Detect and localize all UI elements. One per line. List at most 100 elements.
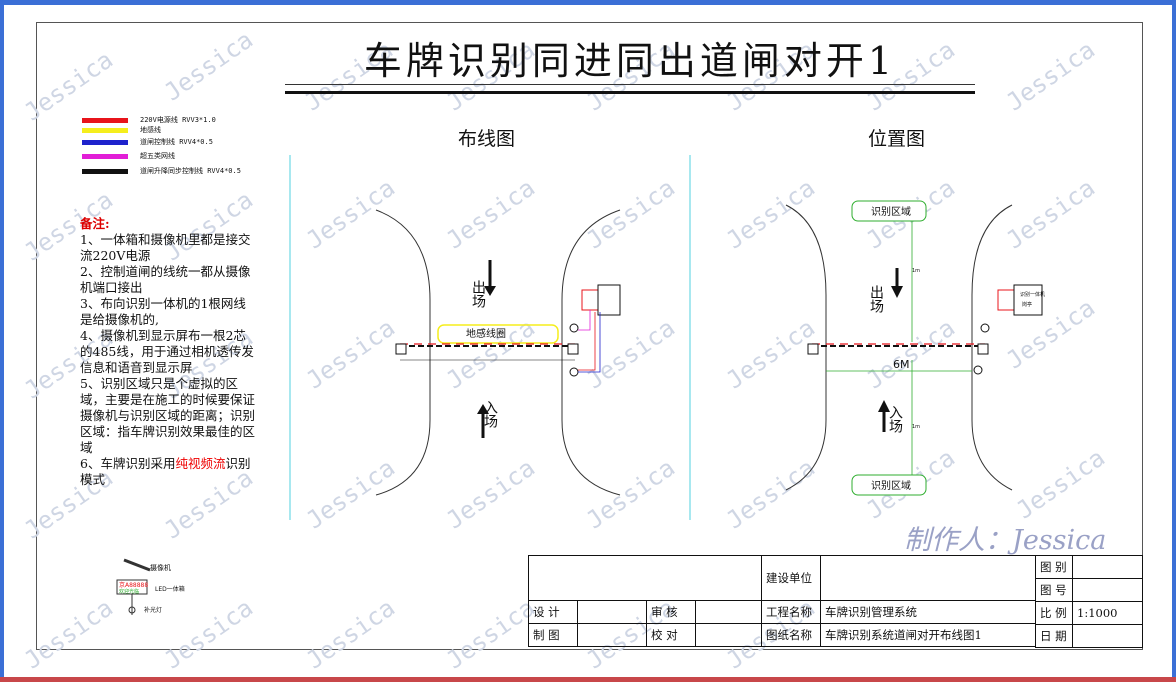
note-item: 6、车牌识别采用纯视频流识别模式 (80, 456, 255, 488)
entry-arrow-head (477, 404, 489, 414)
exit-label: 出场 (868, 285, 884, 314)
network-cable (578, 310, 591, 331)
camera-icon (980, 323, 990, 333)
control-cable (578, 312, 601, 373)
booth-cabinet (1013, 284, 1043, 316)
drawing-name-value: 车牌识别系统道闸对开布线图1 (820, 623, 1036, 647)
drawing-border (36, 22, 1143, 650)
loop-coil (437, 324, 559, 344)
note-item: 3、布向识别一体机的1根网线是给摄像机的, (80, 296, 246, 327)
legend-swatch (82, 118, 128, 123)
bottom-edge (0, 677, 1176, 682)
title-block-right: 图 别 图 号 比 例 1:1000 日 期 (1035, 555, 1143, 648)
legend-swatch (82, 169, 128, 174)
display-sub: 欢迎光临 (119, 588, 139, 595)
position-diagram: 识别区域 识别区域 6M 出场 入场 1m 1m 识别一体机 岗亭 (785, 200, 1045, 496)
exit-label: 出场 (470, 280, 486, 309)
zone-label: 识别区域 (871, 479, 911, 492)
note-text: 6、车牌识别采用 (80, 456, 176, 471)
legend-label: 道闸控制线 RVV4*0.5 (140, 138, 213, 146)
camera-icon (569, 367, 579, 377)
category-value (1072, 555, 1143, 579)
design-value (577, 600, 647, 624)
note-item: 5、识别区域只是个虚拟的区域，主要是在施工的时候要保证摄像机与识别区域的距离；识… (80, 376, 256, 455)
legend-swatch (82, 140, 128, 145)
note-item: 2、控制道闸的线统一都从摄像机端口接出 (80, 264, 251, 295)
legend-swatch (82, 154, 128, 159)
recognition-zone-bottom (851, 474, 927, 496)
booth-cabinet (597, 284, 621, 316)
device-label: 摄像机 (150, 563, 171, 572)
legend-label: 220V电源线 RVV3*1.0 (140, 116, 216, 124)
number-value (1072, 578, 1143, 602)
build-unit-label: 建设单位 (761, 555, 821, 601)
device-label: 补光灯 (144, 606, 162, 614)
scale-value: 1:1000 (1072, 601, 1143, 625)
draw-label: 制 图 (528, 623, 578, 647)
project-value: 车牌识别管理系统 (820, 600, 1036, 624)
project-label: 工程名称 (761, 600, 821, 624)
small-label: 1m (912, 424, 920, 430)
note-item: 4、摄像机到显示屏布一根2芯的485线，用于通过相机透传发信息和语音到显示屏 (80, 328, 254, 375)
device-legend: 摄像机 京A88888 欢迎光临 LED一体箱 补光灯 (116, 558, 185, 615)
cabinet-label: 识别一体机 (1020, 291, 1045, 298)
producer-credit: 制作人：Jessica (904, 525, 1107, 556)
drawing-title: 车牌识别同进同出道闸对开1 (363, 39, 897, 83)
review-value (695, 600, 762, 624)
title-block-middle: 建设单位 工程名称 车牌识别管理系统 图纸名称 车牌识别系统道闸对开布线图1 (761, 555, 1036, 647)
cabinet-label: 岗亭 (1022, 301, 1032, 308)
date-value (1072, 624, 1143, 648)
display-plate: 京A88888 (119, 581, 148, 589)
small-label: 1m (912, 268, 920, 274)
device-label: LED一体箱 (155, 585, 185, 593)
barrier-gate-left (807, 343, 819, 355)
notes-heading: 备注: (80, 216, 110, 231)
title-underline (285, 84, 975, 85)
review-label: 审 核 (646, 600, 696, 624)
barrier-gate-right (567, 343, 579, 355)
draw-value (577, 623, 647, 647)
blank-cell (528, 555, 762, 601)
title-block-left: 设 计 审 核 制 图 校 对 (528, 555, 762, 647)
entry-label: 入场 (482, 400, 498, 429)
notes-block: 备注: 1、一体箱和摄像机里都是接交流220V电源 2、控制道闸的线统一都从摄像… (80, 216, 255, 488)
camera-icon (973, 365, 983, 375)
note-item: 1、一体箱和摄像机里都是接交流220V电源 (80, 232, 251, 263)
proof-value (695, 623, 762, 647)
recognition-zone-top (851, 200, 927, 222)
note-highlight: 纯视频流 (175, 456, 226, 471)
legend-label: 道闸升降同步控制线 RVV4*0.5 (140, 167, 241, 175)
number-label: 图 号 (1035, 578, 1073, 602)
proof-label: 校 对 (646, 623, 696, 647)
entry-arrow-head (878, 400, 890, 412)
barrier-gate-left (395, 343, 407, 355)
date-label: 日 期 (1035, 624, 1073, 648)
note-text: 识别模式 (80, 456, 251, 487)
design-label: 设 计 (528, 600, 578, 624)
power-cable (578, 312, 596, 371)
drawing-name-label: 图纸名称 (761, 623, 821, 647)
legend-label: 地感线 (140, 126, 161, 134)
loop-label: 地感线圈 (466, 327, 506, 340)
title-underline-bold (285, 91, 975, 94)
camera-icon (569, 323, 579, 333)
distance-label: 6M (893, 358, 910, 371)
category-label: 图 别 (1035, 555, 1073, 579)
wiring-diagram-title: 布线图 (458, 128, 516, 150)
build-unit-value (820, 555, 1036, 601)
road-curb-right (971, 204, 1013, 491)
scale-label: 比 例 (1035, 601, 1073, 625)
wiring-diagram: 地感线圈 出场 入场 (375, 209, 621, 496)
legend-swatch (82, 128, 128, 133)
zone-label: 识别区域 (871, 205, 911, 218)
legend-label: 超五类网线 (140, 152, 175, 160)
road-curb-left (785, 204, 827, 491)
exit-arrow-head (484, 286, 496, 296)
position-diagram-title: 位置图 (868, 128, 926, 150)
barrier-gate-right (977, 343, 989, 355)
entry-label: 入场 (887, 405, 903, 434)
road-curb-right (561, 209, 621, 496)
exit-arrow-head (891, 286, 903, 298)
